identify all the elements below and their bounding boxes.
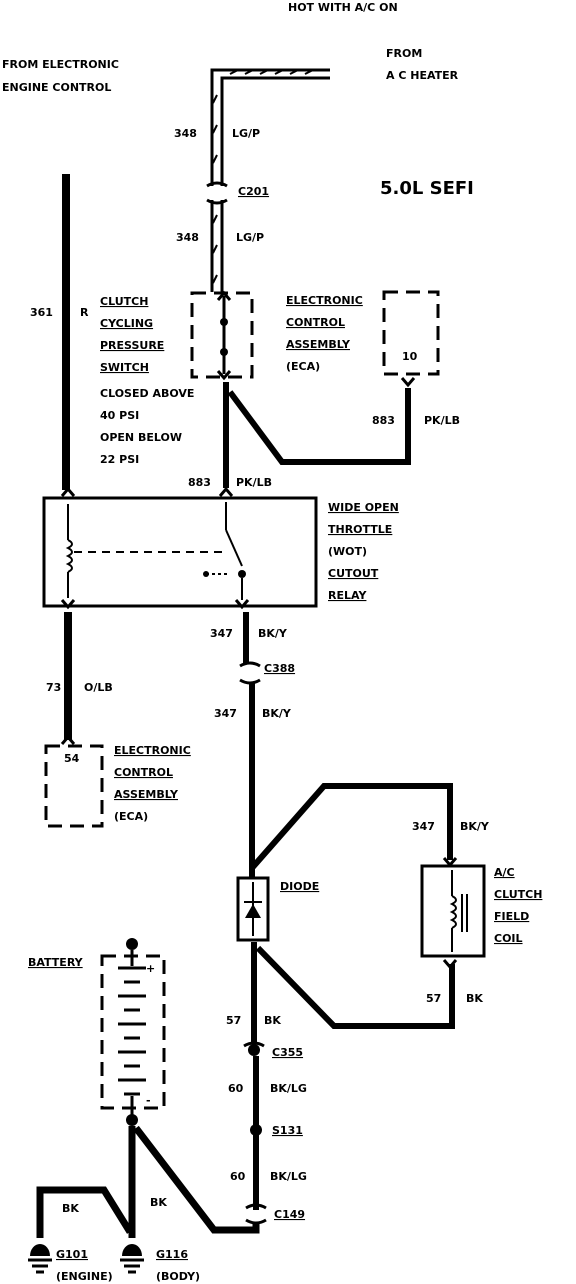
wire-347a-color: BK/Y [258,627,288,640]
c201-label: C201 [238,185,269,198]
wire-347c-color: BK/Y [460,820,490,833]
wire-73-color: O/LB [84,681,113,694]
ac-clutch-label-2: CLUTCH [494,888,542,901]
switch-label-3: PRESSURE [100,339,164,352]
wire-73 [60,612,76,745]
diode-label: DIODE [280,880,319,893]
eca-bottom-label-4: (ECA) [114,810,148,823]
eca-top-label-3: ASSEMBLY [286,338,351,351]
switch-label-5: CLOSED ABOVE [100,387,194,400]
wire-57b-number: 57 [426,992,441,1005]
wire-347c-number: 347 [412,820,435,833]
wire-348-top-color: LG/P [232,127,260,140]
eca-bottom-label-1: ELECTRONIC [114,744,191,757]
eca-top-label-1: ELECTRONIC [286,294,363,307]
eca-top-label-4: (ECA) [286,360,320,373]
eca-bottom-label-2: CONTROL [114,766,173,779]
c355-label: C355 [272,1046,303,1059]
wire-883-color: PK/LB [424,414,460,427]
wot-label-1: WIDE OPEN [328,501,399,514]
wire-883 [223,382,411,488]
ground-g101-icon [28,1244,52,1274]
switch-label-6: 40 PSI [100,409,139,422]
eca-bottom-label-3: ASSEMBLY [114,788,179,801]
wire-348-bottom-number: 348 [176,231,199,244]
from-ac-label-1: FROM [386,47,422,60]
eca-bottom-pin: 54 [64,752,80,765]
switch-label-2: CYCLING [100,317,153,330]
from-eec-label-2: ENGINE CONTROL [2,81,111,94]
eca-bottom-box [44,744,104,828]
wire-347 [243,612,458,880]
g116-sub-label: (BODY) [156,1270,200,1283]
wot-relay [42,486,318,610]
wire-361-number: 361 [30,306,53,319]
ac-clutch-label-4: COIL [494,932,523,945]
wire-347b-color: BK/Y [262,707,292,720]
wot-label-2: THROTTLE [328,523,392,536]
wire-348-top-number: 348 [174,127,197,140]
wire-60b-number: 60 [230,1170,246,1183]
eca-top-pin: 10 [402,350,418,363]
battery-plus: + [146,962,155,975]
wire-348 [210,68,330,292]
battery-label: BATTERY [28,956,84,969]
wire-57 [251,942,455,1044]
eca-top-label-2: CONTROL [286,316,345,329]
from-eec-label-1: FROM ELECTRONIC [2,58,119,71]
diode [236,876,270,942]
wire-60a-number: 60 [228,1082,244,1095]
wire-57a-number: 57 [226,1014,241,1027]
from-ac-label-2: A C HEATER [386,69,459,82]
ac-clutch-coil [420,864,486,970]
clutch-cycling-pressure-switch [190,290,254,381]
connector-c388 [239,661,261,685]
ground-wires [36,1125,260,1238]
g101-sub-label: (ENGINE) [56,1270,113,1283]
wire-883b-number: 883 [188,476,211,489]
wire-57b-color: BK [466,992,483,1005]
hot-with-ac-label: HOT WITH A/C ON [288,1,398,14]
wire-883-number: 883 [372,414,395,427]
wire-883b-color: PK/LB [236,476,272,489]
wot-label-4: CUTOUT [328,567,379,580]
battery-minus: - [146,1094,151,1107]
wire-bk-2: BK [150,1196,167,1209]
wire-60a-color: BK/LG [270,1082,307,1095]
wot-label-5: RELAY [328,589,367,602]
wire-347b-number: 347 [214,707,237,720]
wire-361-color: R [80,306,89,319]
ac-clutch-label-1: A/C [494,866,515,879]
g101-label: G101 [56,1248,88,1261]
connector-c355 [243,1041,265,1056]
c388-label: C388 [264,662,295,675]
eca-top-box [382,290,440,388]
wot-label-3: (WOT) [328,545,367,558]
switch-label-4: SWITCH [100,361,149,374]
ground-g116-icon [120,1244,144,1274]
s131-label: S131 [272,1124,303,1137]
ac-clutch-label-3: FIELD [494,910,529,923]
g116-label: G116 [156,1248,188,1261]
wire-73-number: 73 [46,681,61,694]
connector-c201 [206,181,228,205]
wire-bk-1: BK [62,1202,79,1215]
wire-60 [250,1056,262,1210]
battery [100,938,166,1126]
wire-60b-color: BK/LG [270,1170,307,1183]
switch-label-8: 22 PSI [100,453,139,466]
wire-348-bottom-color: LG/P [236,231,264,244]
c149-label: C149 [274,1208,305,1221]
switch-label-1: CLUTCH [100,295,148,308]
wire-57a-color: BK [264,1014,281,1027]
wire-347a-number: 347 [210,627,233,640]
switch-label-7: OPEN BELOW [100,431,182,444]
engine-label: 5.0L SEFI [380,178,474,199]
